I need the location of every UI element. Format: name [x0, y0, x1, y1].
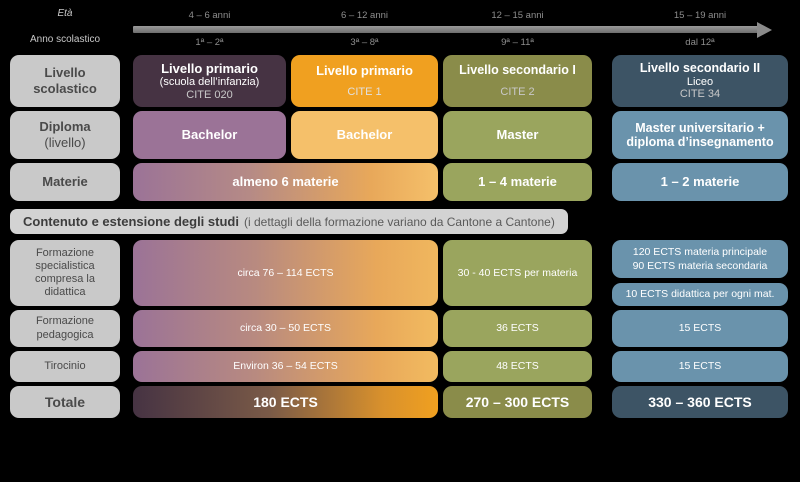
internship-cell-1[interactable]: Environ 36 – 54 ECTS: [133, 351, 438, 382]
header-age-col-2: 6 – 12 anni: [340, 10, 388, 21]
pedagogic-cell-2[interactable]: 36 ECTS: [443, 310, 592, 347]
sidebar-label-line2: scolastico: [33, 81, 97, 96]
cell-subtitle: (scuola dell’infanzia): [159, 75, 260, 88]
sidebar-label-line3: compresa la: [35, 273, 95, 285]
school-level-cell-1[interactable]: Livello primario (scuola dell’infanzia) …: [133, 55, 286, 107]
pedagogic-cell-1[interactable]: circa 30 – 50 ECTS: [133, 310, 438, 347]
total-cell-3[interactable]: 330 – 360 ECTS: [612, 386, 788, 418]
cell-subtitle: Liceo: [686, 75, 714, 88]
banner-contenuto-estensione: Contenuto e estensione degli studi (i de…: [10, 209, 568, 234]
cell-text: Master universitario + diploma d’insegna…: [626, 120, 774, 150]
header-year-col-3: 9ª – 11ª: [501, 37, 534, 48]
internship-cell-3[interactable]: 15 ECTS: [612, 351, 788, 382]
cell-title: Livello primario: [161, 60, 258, 76]
sidebar-label-line2: specialistica: [35, 259, 95, 272]
cell-text: 10 ECTS didattica per ogni mat.: [625, 288, 775, 301]
sidebar-label-line1: Totale: [44, 393, 86, 410]
cell-text: 48 ECTS: [496, 360, 539, 373]
banner-title: Contenuto e estensione degli studi: [23, 214, 239, 229]
total-cell-1[interactable]: 180 ECTS: [133, 386, 438, 418]
cell-title: Livello secondario II: [639, 61, 761, 75]
header-age-col-3: 12 – 15 anni: [491, 10, 544, 21]
cell-text: 15 ECTS: [678, 322, 722, 335]
cell-cite: CITE 2: [500, 85, 535, 98]
header-year-col-4: dal 12ª: [685, 37, 715, 48]
cell-text: 1 – 2 materie: [660, 174, 740, 190]
sidebar-item-tirocinio[interactable]: Tirocinio: [10, 351, 120, 382]
cell-title: Livello primario: [316, 63, 413, 79]
subjects-cell-2[interactable]: 1 – 4 materie: [443, 163, 592, 201]
cell-text: 30 - 40 ECTS per materia: [457, 266, 578, 279]
header-year-col-2: 3ª – 8ª: [350, 37, 379, 48]
sidebar-item-materie[interactable]: Materie: [10, 163, 120, 201]
timeline-arrow-bar: [133, 26, 763, 33]
diploma-cell-4[interactable]: Master universitario + diploma d’insegna…: [612, 111, 788, 159]
specialist-cell-2[interactable]: 30 - 40 ECTS per materia: [443, 240, 592, 306]
specialist-cell-4[interactable]: 10 ECTS didattica per ogni mat.: [612, 283, 788, 306]
specialist-cell-3[interactable]: 120 ECTS materia principale 90 ECTS mate…: [612, 240, 788, 278]
cell-text: Bachelor: [336, 127, 393, 143]
school-level-cell-2[interactable]: Livello primario CITE 1: [291, 55, 438, 107]
cell-text: 270 – 300 ECTS: [465, 393, 570, 410]
diploma-cell-2[interactable]: Bachelor: [291, 111, 438, 159]
sidebar-label-line1: Formazione: [35, 246, 95, 259]
cell-text: 120 ECTS materia principale 90 ECTS mate…: [632, 245, 768, 272]
total-cell-2[interactable]: 270 – 300 ECTS: [443, 386, 592, 418]
cell-text: 330 – 360 ECTS: [648, 393, 752, 410]
cell-text: 36 ECTS: [496, 322, 539, 335]
diploma-cell-3[interactable]: Master: [443, 111, 592, 159]
school-level-cell-3[interactable]: Livello secondario I CITE 2: [443, 55, 592, 107]
cell-cite: CITE 1: [347, 86, 382, 99]
sidebar-item-totale[interactable]: Totale: [10, 386, 120, 418]
cell-text: circa 76 – 114 ECTS: [237, 266, 334, 279]
cell-text: Environ 36 – 54 ECTS: [233, 360, 338, 373]
sidebar-item-diploma[interactable]: Diploma (livello): [10, 111, 120, 159]
cell-text: Master: [496, 127, 539, 143]
sidebar-label-line1: Tirocinio: [44, 359, 86, 372]
sidebar-label-line1: Materie: [42, 174, 88, 190]
cell-cite: CITE 020: [186, 88, 233, 101]
cell-cite: CITE 34: [679, 88, 721, 101]
cell-text: 15 ECTS: [678, 360, 722, 373]
internship-cell-2[interactable]: 48 ECTS: [443, 351, 592, 382]
banner-note: (i dettagli della formazione variano da …: [243, 214, 555, 229]
header-label-age: Età: [57, 8, 73, 19]
timeline-arrow-head-icon: [757, 22, 772, 38]
pedagogic-cell-3[interactable]: 15 ECTS: [612, 310, 788, 347]
sidebar-label-line2: (livello): [44, 135, 86, 150]
cell-title: Livello secondario I: [459, 63, 576, 78]
specialist-cell-1[interactable]: circa 76 – 114 ECTS: [133, 240, 438, 306]
sidebar-label-line1: Livello: [44, 65, 86, 81]
header-year-col-1: 1ª – 2ª: [195, 37, 224, 48]
header-age-col-4: 15 – 19 anni: [673, 10, 727, 21]
diploma-cell-1[interactable]: Bachelor: [133, 111, 286, 159]
subjects-cell-3[interactable]: 1 – 2 materie: [612, 163, 788, 201]
subjects-cell-1[interactable]: almeno 6 materie: [133, 163, 438, 201]
sidebar-label-line1: Diploma: [39, 119, 91, 135]
cell-text: circa 30 – 50 ECTS: [239, 322, 332, 335]
header-label-school-year: Anno scolastico: [29, 34, 101, 45]
school-level-cell-4[interactable]: Livello secondario II Liceo CITE 34: [612, 55, 788, 107]
sidebar-label-line4: didattica: [44, 286, 86, 299]
header-age-col-1: 4 – 6 anni: [188, 10, 231, 21]
sidebar-item-formazione-pedagogica[interactable]: Formazione pedagogica: [10, 310, 120, 347]
cell-text: 180 ECTS: [253, 393, 318, 410]
sidebar-item-livello-scolastico[interactable]: Livello scolastico: [10, 55, 120, 107]
cell-text: almeno 6 materie: [232, 174, 339, 190]
cell-text: Bachelor: [181, 127, 238, 143]
sidebar-item-formazione-specialistica[interactable]: Formazione specialistica compresa la did…: [10, 240, 120, 306]
sidebar-label-line1: Formazione: [35, 315, 95, 328]
cell-text: 1 – 4 materie: [478, 174, 557, 190]
sidebar-label-line2: pedagogica: [36, 328, 94, 341]
